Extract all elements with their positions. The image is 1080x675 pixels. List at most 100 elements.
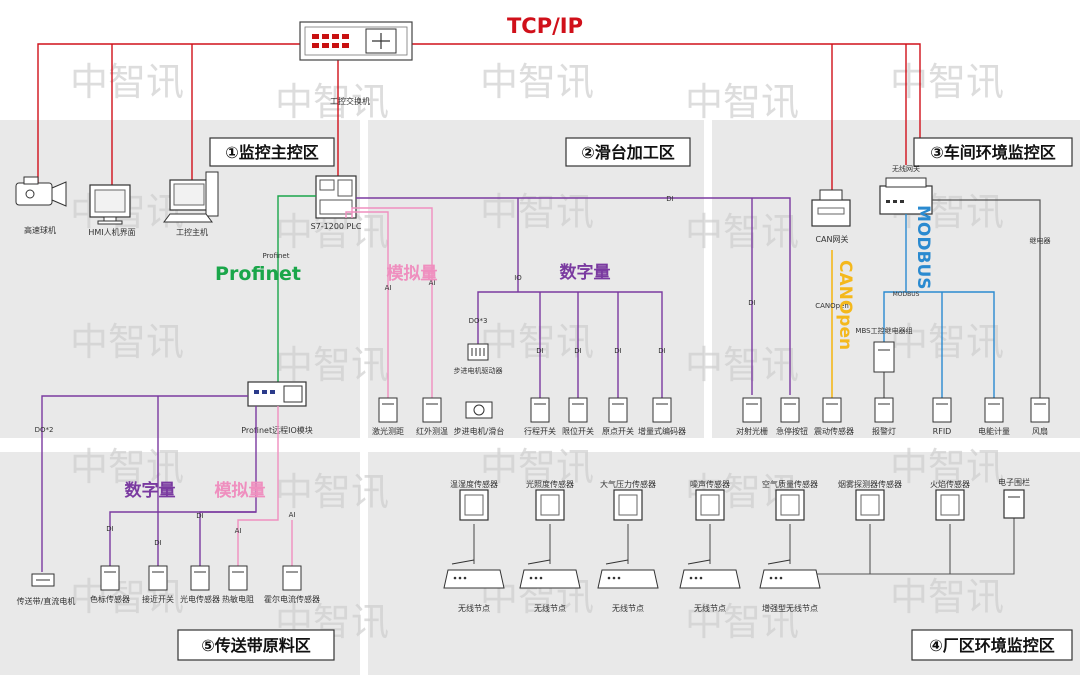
camera-icon[interactable] [15, 176, 67, 207]
zone5-digital-label: 数字量 [125, 480, 176, 501]
canopen-label: CANOpen [835, 260, 855, 350]
curtain-label: 对射光栅 [736, 426, 768, 436]
proximity-icon[interactable] [148, 565, 168, 591]
io-label: IO [514, 274, 522, 282]
vibration-icon[interactable] [822, 397, 842, 423]
limit-switch-label: 限位开关 [562, 426, 594, 436]
modbus-label: MODBUS [913, 205, 933, 290]
modbus-small-label: MODBUS [893, 291, 920, 298]
zone1-title-box: ①监控主控区 [209, 137, 335, 167]
smoke-sensor-label: 烟雾探测器传感器 [838, 479, 902, 489]
can-gateway-label: CAN网关 [815, 234, 848, 244]
node-2-icon[interactable] [519, 559, 581, 589]
zone5-title-box: ⑤传送带原料区 [177, 629, 335, 661]
zone5-digital-lines [41, 395, 257, 572]
node-1-label: 无线节点 [458, 603, 490, 613]
remote-io-icon[interactable] [247, 381, 307, 407]
estop-icon[interactable] [780, 397, 800, 423]
node-3-label: 无线节点 [612, 603, 644, 613]
plc-icon[interactable] [315, 175, 357, 219]
curtain-di-label: DI [748, 299, 755, 307]
alarm-label: 报警灯 [872, 426, 896, 436]
watermark-16: 中智讯 [70, 445, 184, 489]
canopen-small-label: CANOpen [815, 302, 849, 310]
temp-hum-label: 温湿度传感器 [450, 479, 498, 489]
proximity-label: 接近开关 [142, 594, 174, 604]
vibration-label: 震动传感器 [814, 426, 854, 436]
fence-icon[interactable] [1003, 489, 1025, 519]
photo-sensor-icon[interactable] [190, 565, 210, 591]
estop-label: 急停按钮 [776, 426, 808, 436]
watermark-5: 中智讯 [685, 80, 799, 124]
stepper-motor-icon[interactable] [465, 401, 493, 419]
can-gateway-icon[interactable] [811, 189, 851, 227]
alarm-icon[interactable] [874, 397, 894, 423]
curtain-icon[interactable] [742, 397, 762, 423]
noise-sensor-icon[interactable] [695, 489, 725, 521]
travel-switch-icon[interactable] [530, 397, 550, 423]
wireless-gw-label: 无线网关 [892, 164, 920, 173]
conveyor-label: 传送带/直流电机 [17, 596, 76, 606]
photo-di-label: DI [196, 512, 203, 520]
watermark-2: 中智讯 [480, 60, 594, 104]
node-1-icon[interactable] [443, 559, 505, 589]
smoke-sensor-icon[interactable] [855, 489, 885, 521]
rfid-label: RFID [933, 427, 952, 436]
air-sensor-icon[interactable] [775, 489, 805, 521]
encoder-icon[interactable] [652, 397, 672, 423]
watermark-1: 中智讯 [70, 60, 184, 104]
fan-icon[interactable] [1030, 397, 1050, 423]
flame-sensor-icon[interactable] [935, 489, 965, 521]
origin-switch-icon[interactable] [608, 397, 628, 423]
node-4-icon[interactable] [679, 559, 741, 589]
zone4-title: ④厂区环境监控区 [929, 636, 1055, 655]
tcpip-label: TCP/IP [507, 14, 583, 38]
hall-sensor-label: 霍尔电流传感器 [264, 594, 320, 604]
limit-switch-icon[interactable] [568, 397, 588, 423]
watermark-10: 中智讯 [685, 210, 799, 254]
node-3-icon[interactable] [597, 559, 659, 589]
conveyor-icon[interactable] [31, 573, 55, 587]
infrared-ai-label: AI [429, 279, 436, 287]
zone2-title: ②滑台加工区 [581, 143, 675, 162]
noise-sensor-label: 噪声传感器 [690, 479, 730, 489]
color-sensor-icon[interactable] [100, 565, 120, 591]
zone2-analog-lines [345, 207, 433, 398]
stepper-driver-icon[interactable] [467, 343, 489, 361]
plc-label: S7-1200 PLC [311, 222, 362, 231]
travel-di-label: DI [536, 347, 543, 355]
zone-backgrounds [0, 120, 1080, 675]
watermark-19: 中智讯 [275, 470, 389, 514]
meter-icon[interactable] [984, 397, 1004, 423]
plc-di-bus [356, 197, 791, 395]
stepper-motor-label: 步进电机/滑台 [454, 426, 505, 436]
color-sensor-label: 色标传感器 [90, 594, 130, 604]
temp-hum-sensor-icon[interactable] [459, 489, 489, 521]
pc-icon[interactable] [163, 171, 219, 223]
pressure-sensor-icon[interactable] [613, 489, 643, 521]
air-sensor-label: 空气质量传感器 [762, 479, 818, 489]
laser-ai-label: AI [385, 284, 392, 292]
rfid-icon[interactable] [932, 397, 952, 423]
mbs-relay-icon[interactable] [873, 341, 895, 373]
laser-label: 激光测距 [372, 426, 404, 436]
tcpip-lines [37, 43, 921, 190]
light-sensor-icon[interactable] [535, 489, 565, 521]
industrial-switch[interactable] [299, 21, 413, 61]
infrared-sensor-icon[interactable] [422, 397, 442, 423]
switch-arrows-icon [372, 33, 390, 49]
watermark-3: 中智讯 [890, 60, 1004, 104]
do2-label: DO*2 [35, 426, 54, 434]
zone2-digital-lines [477, 291, 663, 398]
coordinator-node-icon[interactable] [759, 559, 821, 589]
hall-sensor-icon[interactable] [282, 565, 302, 591]
hmi-icon[interactable] [89, 184, 131, 225]
mbs-relay-label: MBS工控继电器组 [855, 326, 912, 335]
switch-port-icons [312, 34, 349, 48]
thermo-icon[interactable] [228, 565, 248, 591]
origin-di-label: DI [614, 347, 621, 355]
laser-sensor-icon[interactable] [378, 397, 398, 423]
camera-label: 高速球机 [24, 225, 56, 235]
light-sensor-label: 光照度传感器 [526, 479, 574, 489]
